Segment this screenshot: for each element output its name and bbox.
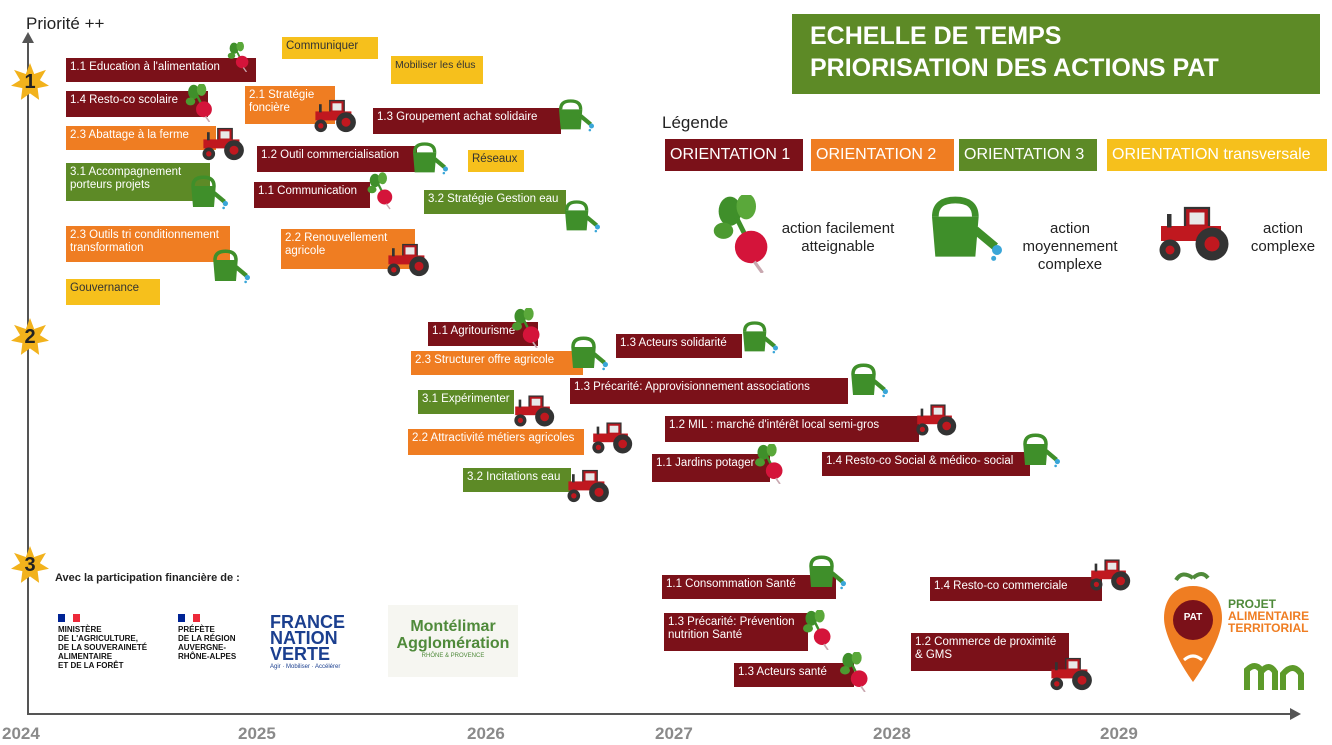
watering-can-icon — [186, 172, 228, 214]
year-label: 2027 — [655, 724, 693, 743]
year-label: 2024 — [2, 724, 40, 743]
action-card: 1.4 Resto-co Social & médico- social — [822, 452, 1030, 476]
action-card: Mobiliser les élus — [391, 56, 483, 84]
title-line: PRIORISATION DES ACTIONS PAT — [810, 54, 1219, 82]
legend-orientation-transversale: ORIENTATION transversale — [1107, 139, 1327, 171]
action-card: 1.3 Acteurs santé — [734, 663, 854, 687]
radish-icon — [752, 444, 788, 484]
tractor-icon — [1046, 654, 1100, 692]
action-card: 1.2 MIL : marché d'intérêt local semi-gr… — [665, 416, 919, 442]
action-card: 1.2 Commerce de proximité & GMS — [911, 633, 1069, 671]
action-card: 2.3 Structurer offre agricole — [411, 351, 583, 375]
watering-can-icon — [554, 96, 594, 136]
action-card: 1.4 Resto-co scolaire — [66, 91, 208, 117]
year-label: 2029 — [1100, 724, 1138, 743]
priority-star-1: 1 — [11, 63, 49, 100]
action-card: 1.1 Consommation Santé — [662, 575, 836, 599]
montelimar-mark-icon — [1244, 663, 1304, 690]
radish-icon — [366, 172, 396, 210]
radish-icon — [226, 42, 252, 72]
watering-can-icon — [738, 318, 778, 358]
pat-logo-text: PROJET ALIMENTAIRE TERRITORIAL — [1228, 597, 1310, 635]
action-card: Gouvernance — [66, 279, 160, 305]
radish-icon — [510, 308, 544, 348]
legend-tractor-text: action complexe — [1250, 220, 1316, 255]
priority-axis-arrow — [22, 32, 34, 43]
radish-icon — [184, 84, 216, 122]
year-label: 2025 — [238, 724, 276, 743]
radish-icon — [708, 195, 778, 273]
action-card: 3.2 Stratégie Gestion eau — [424, 190, 566, 214]
title-line: ECHELLE DE TEMPS — [810, 22, 1062, 50]
tractor-icon — [310, 96, 364, 134]
action-card: 1.1 Education à l'alimentation — [66, 58, 256, 82]
radish-icon — [838, 652, 872, 692]
legend-radish-text: action facilement atteignable — [781, 220, 895, 255]
funding-title: Avec la participation financière de : — [55, 572, 240, 584]
watering-can-icon — [846, 360, 888, 402]
action-card: Communiquer — [282, 37, 378, 59]
tractor-icon — [510, 392, 562, 428]
watering-can-icon — [560, 196, 600, 238]
action-card: 1.3 Précarité: Approvisionnement associa… — [570, 378, 848, 404]
tractor-icon — [912, 400, 964, 438]
tractor-icon — [588, 418, 640, 456]
action-card: 3.1 Accompagnement porteurs projets — [66, 163, 210, 201]
action-card: 1.2 Outil commercialisation — [257, 146, 417, 172]
action-card: 2.3 Abattage à la ferme — [66, 126, 216, 150]
action-card: 1.1 Jardins potager — [652, 454, 770, 482]
time-axis-arrow — [1290, 708, 1301, 720]
french-flag-icon — [58, 614, 80, 622]
action-card: Réseaux — [468, 150, 524, 172]
watering-can-icon — [408, 140, 448, 178]
watering-can-icon — [1018, 430, 1060, 472]
tractor-icon — [1086, 556, 1138, 592]
france-nation-verte-logo: FRANCE NATION VERTE Agir · Mobiliser · A… — [270, 612, 345, 670]
tractor-icon — [563, 466, 617, 504]
watering-can-icon — [208, 246, 250, 288]
legend-orientation-3: ORIENTATION 3 — [959, 139, 1097, 171]
page-title: ECHELLE DE TEMPS PRIORISATION DES ACTION… — [792, 14, 1320, 94]
pat-pin-icon — [1164, 572, 1222, 682]
legend-orientation-2: ORIENTATION 2 — [811, 139, 954, 171]
priority-star-3: 3 — [11, 546, 49, 583]
tractor-icon — [383, 240, 437, 278]
tractor-icon — [1152, 200, 1242, 264]
legend-watering-can-text: action moyennement complexe — [1022, 220, 1118, 273]
action-card: 1.3 Acteurs solidarité — [616, 334, 742, 358]
pat-logo: PAT — [1162, 572, 1224, 692]
watering-can-icon — [566, 333, 608, 375]
action-card: 3.1 Expérimenter — [418, 390, 514, 414]
legend-title: Légende — [662, 113, 729, 132]
action-card: 2.2 Attractivité métiers agricoles — [408, 429, 584, 455]
year-label: 2026 — [467, 724, 505, 743]
legend-orientation-1: ORIENTATION 1 — [665, 139, 803, 171]
priority-star-2: 2 — [11, 318, 49, 355]
prefete-logo: PRÉFÈTE DE LA RÉGION AUVERGNE- RHÔNE-ALP… — [178, 614, 236, 661]
action-card: 3.2 Incitations eau — [463, 468, 571, 492]
action-card: 1.3 Précarité: Prévention nutrition Sant… — [664, 613, 808, 651]
priority-axis — [27, 42, 29, 714]
montelimar-logo: Montélimar Agglomération RHÔNE & PROVENC… — [388, 605, 518, 677]
ministere-logo: MINISTÈRE DE L'AGRICULTURE, DE LA SOUVER… — [58, 614, 147, 670]
action-card: 1.1 Communication — [254, 182, 370, 208]
radish-icon — [800, 610, 836, 650]
action-card: 1.3 Groupement achat solidaire — [373, 108, 561, 134]
priority-axis-title: Priorité ++ — [26, 14, 105, 33]
tractor-icon — [198, 124, 252, 162]
action-card: 1.4 Resto-co commerciale — [930, 577, 1102, 601]
year-label: 2028 — [873, 724, 911, 743]
action-card: 2.3 Outils tri conditionnement transform… — [66, 226, 230, 262]
french-flag-icon — [178, 614, 200, 622]
watering-can-icon — [922, 185, 1002, 275]
watering-can-icon — [804, 552, 846, 594]
time-axis — [27, 713, 1292, 715]
